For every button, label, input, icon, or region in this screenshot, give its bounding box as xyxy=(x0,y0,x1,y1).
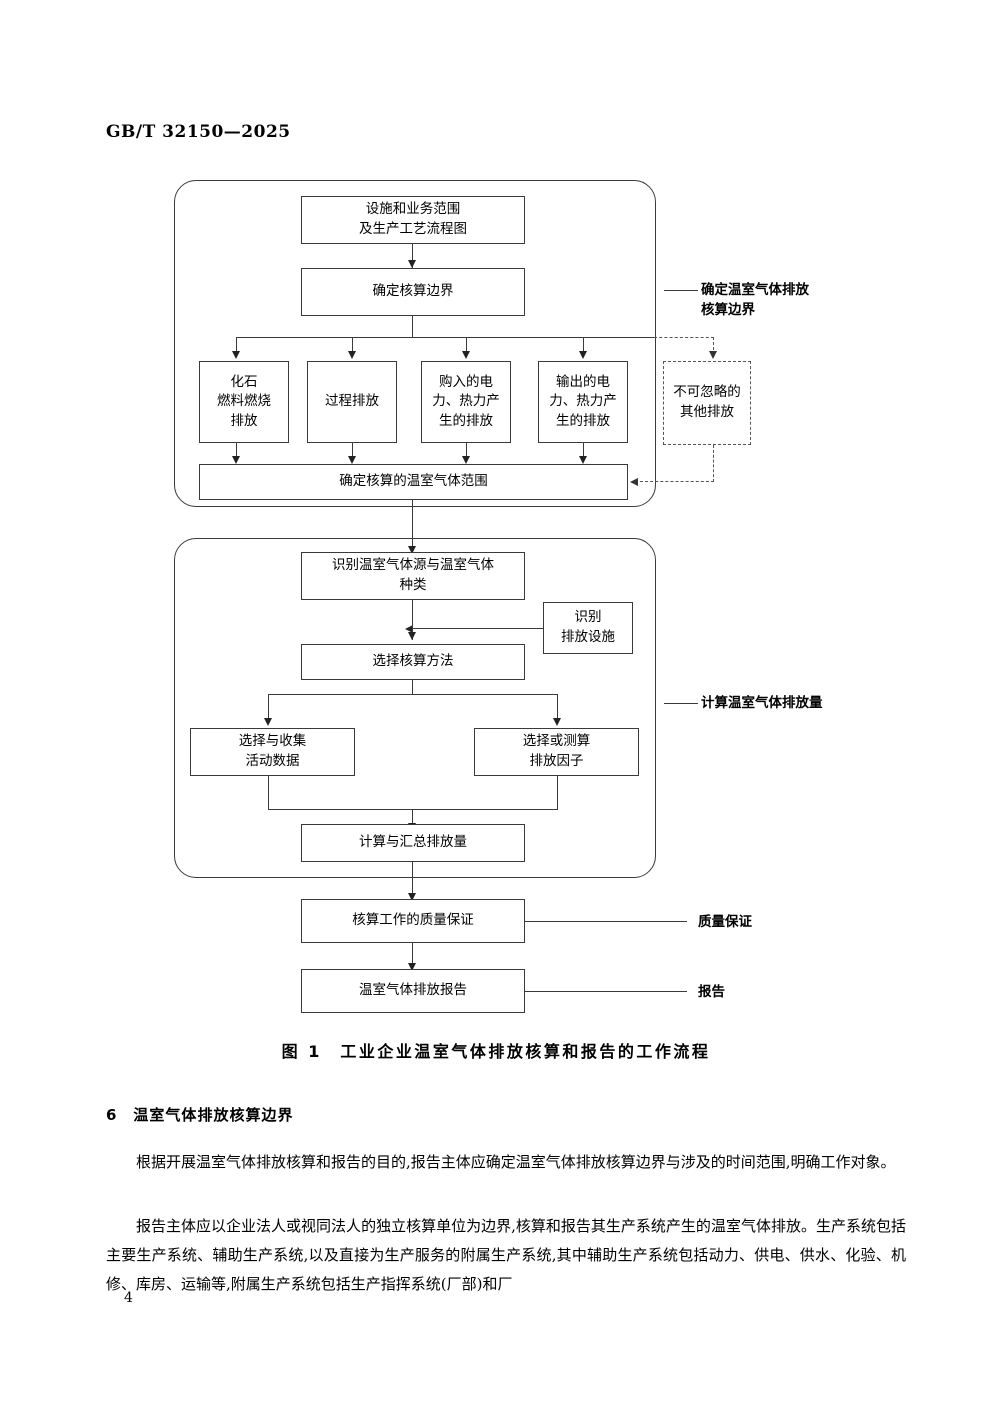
page-number: 4 xyxy=(124,1290,133,1306)
box-calculate-and-aggregate-emissions: 计算与汇总排放量 xyxy=(301,824,525,862)
box-scope-and-process-diagram: 设施和业务范围 及生产工艺流程图 xyxy=(301,196,525,244)
box-determine-accounting-boundary: 确定核算边界 xyxy=(301,268,525,316)
figure-1-flowchart: 设施和业务范围 及生产工艺流程图 确定核算边界 化石 燃料燃烧 排放 过程排放 … xyxy=(174,180,823,1061)
box-select-accounting-method: 选择核算方法 xyxy=(301,644,525,680)
box-identify-emission-facilities: 识别 排放设施 xyxy=(543,602,633,654)
paragraph-1: 根据开展温室气体排放核算和报告的目的,报告主体应确定温室气体排放核算边界与涉及的… xyxy=(136,1153,896,1171)
stage-label-calculate-emissions: 计算温室气体排放量 xyxy=(701,695,823,711)
box-select-collect-activity-data: 选择与收集 活动数据 xyxy=(190,728,355,776)
box-purchased-power-heat-emissions: 购入的电 力、热力产 生的排放 xyxy=(421,361,511,443)
box-process-emissions: 过程排放 xyxy=(307,361,397,443)
box-determine-gas-scope: 确定核算的温室气体范围 xyxy=(199,464,628,500)
box-greenhouse-gas-emission-report: 温室气体排放报告 xyxy=(301,969,525,1013)
stage-label-determine-boundary: 确定温室气体排放 核算边界 xyxy=(701,282,809,318)
box-other-non-negligible-emissions: 不可忽略的 其他排放 xyxy=(663,361,751,445)
group-emission-calculation xyxy=(174,538,656,878)
section-heading-6: 6 温室气体排放核算边界 xyxy=(106,1106,294,1124)
stage-label-report: 报告 xyxy=(698,984,725,1000)
box-identify-sources-and-gas-types: 识别温室气体源与温室气体 种类 xyxy=(301,552,525,600)
box-quality-assurance-of-accounting: 核算工作的质量保证 xyxy=(301,899,525,943)
figure-caption: 图 1 工业企业温室气体排放核算和报告的工作流程 xyxy=(281,1042,711,1061)
page-header-standard-id: GB/T 32150—2025 xyxy=(106,122,291,142)
box-select-measure-emission-factor: 选择或测算 排放因子 xyxy=(474,728,639,776)
stage-label-quality-assurance: 质量保证 xyxy=(698,914,752,930)
box-fossil-fuel-combustion-emissions: 化石 燃料燃烧 排放 xyxy=(199,361,289,443)
box-exported-power-heat-emissions: 输出的电 力、热力产 生的排放 xyxy=(538,361,628,443)
group-boundary-determination xyxy=(174,180,656,507)
paragraph-2: 报告主体应以企业法人或视同法人的独立核算单位为边界,核算和报告其生产系统产生的温… xyxy=(106,1217,906,1293)
